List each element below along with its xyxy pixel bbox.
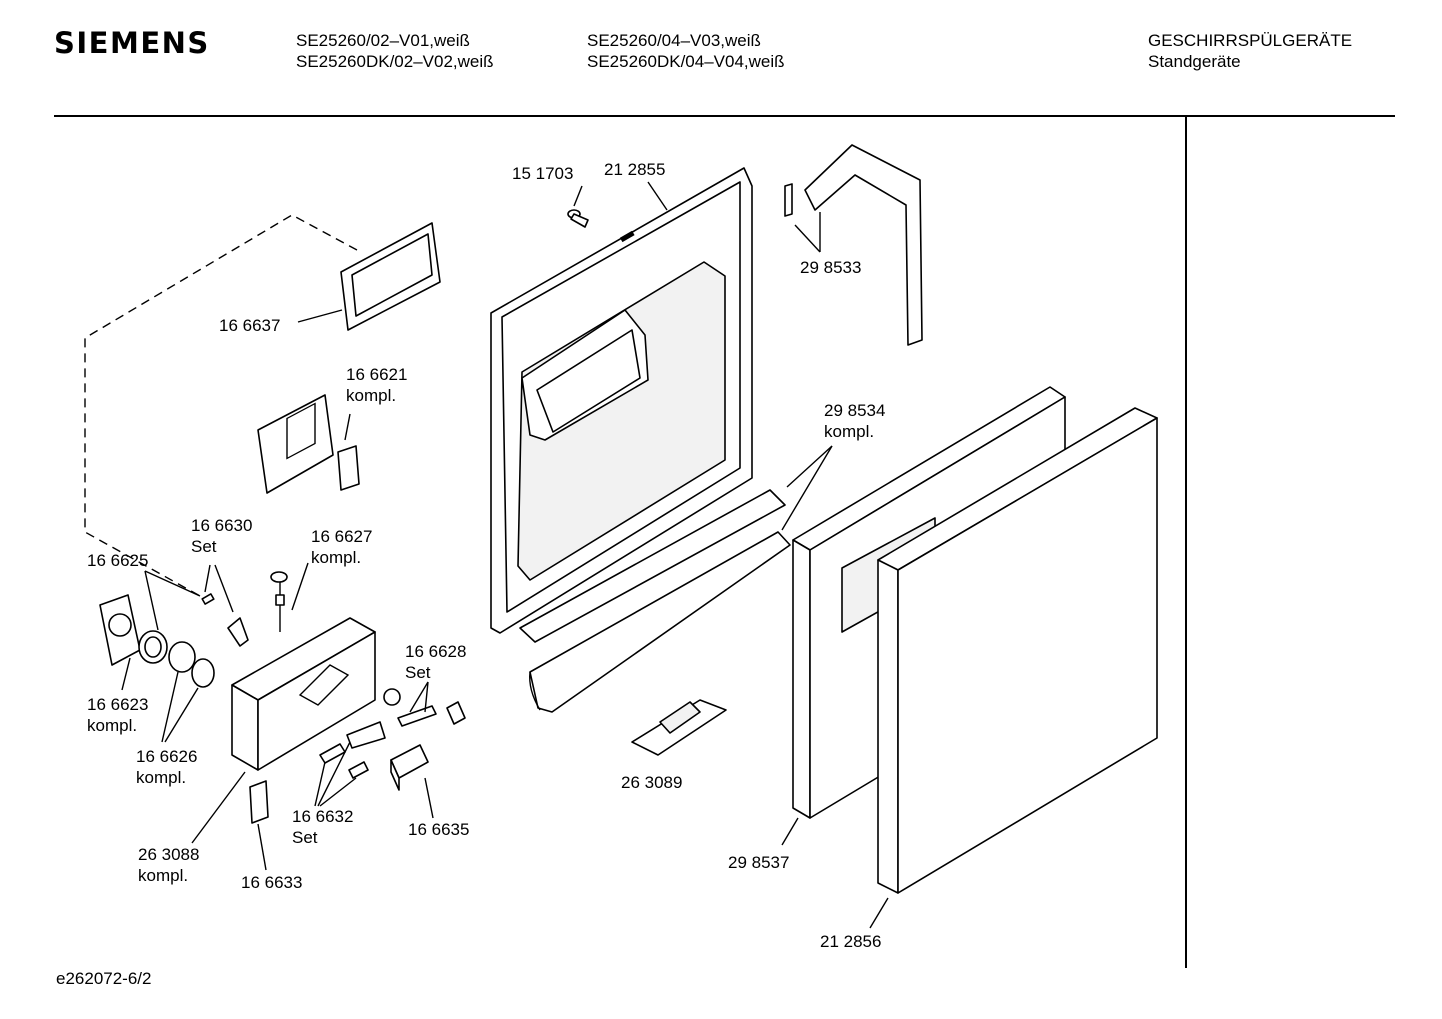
part-number-label: 15 1703: [512, 164, 573, 183]
grille: [257, 394, 360, 494]
leader-lines: [121, 181, 889, 929]
connector: [631, 699, 727, 756]
spring-set: [201, 593, 249, 647]
part-number-label: 16 6635: [408, 820, 469, 839]
lid-ring: [191, 658, 215, 688]
inner-door-panel: [490, 167, 753, 634]
hinge-bracket: [784, 144, 923, 346]
part-number-label: 16 6625: [87, 551, 148, 570]
header-divider: [54, 115, 1395, 117]
decor-panel: [877, 407, 1158, 894]
frame: [340, 222, 441, 331]
valve: [270, 571, 288, 632]
clip-set: [319, 721, 386, 779]
lever-set: [383, 688, 466, 727]
part-number-label: 29 8537: [728, 853, 789, 872]
model-list-2: SE25260/04–V03,weiß SE25260DK/04–V04,wei…: [587, 30, 785, 72]
seal-ring-inner: [144, 636, 162, 658]
model-number: SE25260DK/04–V04,weiß: [587, 52, 785, 71]
siemens-logo: SIEMENS: [54, 26, 210, 60]
dosing-dispenser: [231, 617, 376, 771]
dispenser-lid: [168, 641, 196, 673]
model-number: SE25260/02–V01,weiß: [296, 31, 470, 50]
part-number-label: 29 8533: [800, 258, 861, 277]
part-number-label: 16 6637: [219, 316, 280, 335]
side-divider: [1185, 117, 1187, 968]
assembly-dashed-outline: [84, 214, 358, 597]
model-list-1: SE25260/02–V01,weiß SE25260DK/02–V02,wei…: [296, 30, 494, 72]
category-title: GESCHIRRSPÜLGERÄTE: [1148, 31, 1353, 50]
door-handle: [99, 594, 141, 666]
part-number-label: 26 3089: [621, 773, 682, 792]
retaining-clip: [249, 780, 269, 824]
kick-plate: [519, 489, 791, 713]
part-number-label: 21 2856: [820, 932, 881, 951]
category-subtitle: Standgeräte: [1148, 52, 1241, 71]
part-number-label: 16 6633: [241, 873, 302, 892]
relay: [390, 744, 429, 791]
drawing-id: e262072-6/2: [56, 969, 152, 988]
model-number: SE25260DK/02–V02,weiß: [296, 52, 494, 71]
model-number: SE25260/04–V03,weiß: [587, 31, 761, 50]
category-label: GESCHIRRSPÜLGERÄTE Standgeräte: [1148, 30, 1352, 72]
screw: [567, 209, 589, 228]
part-number-label: 21 2855: [604, 160, 665, 179]
